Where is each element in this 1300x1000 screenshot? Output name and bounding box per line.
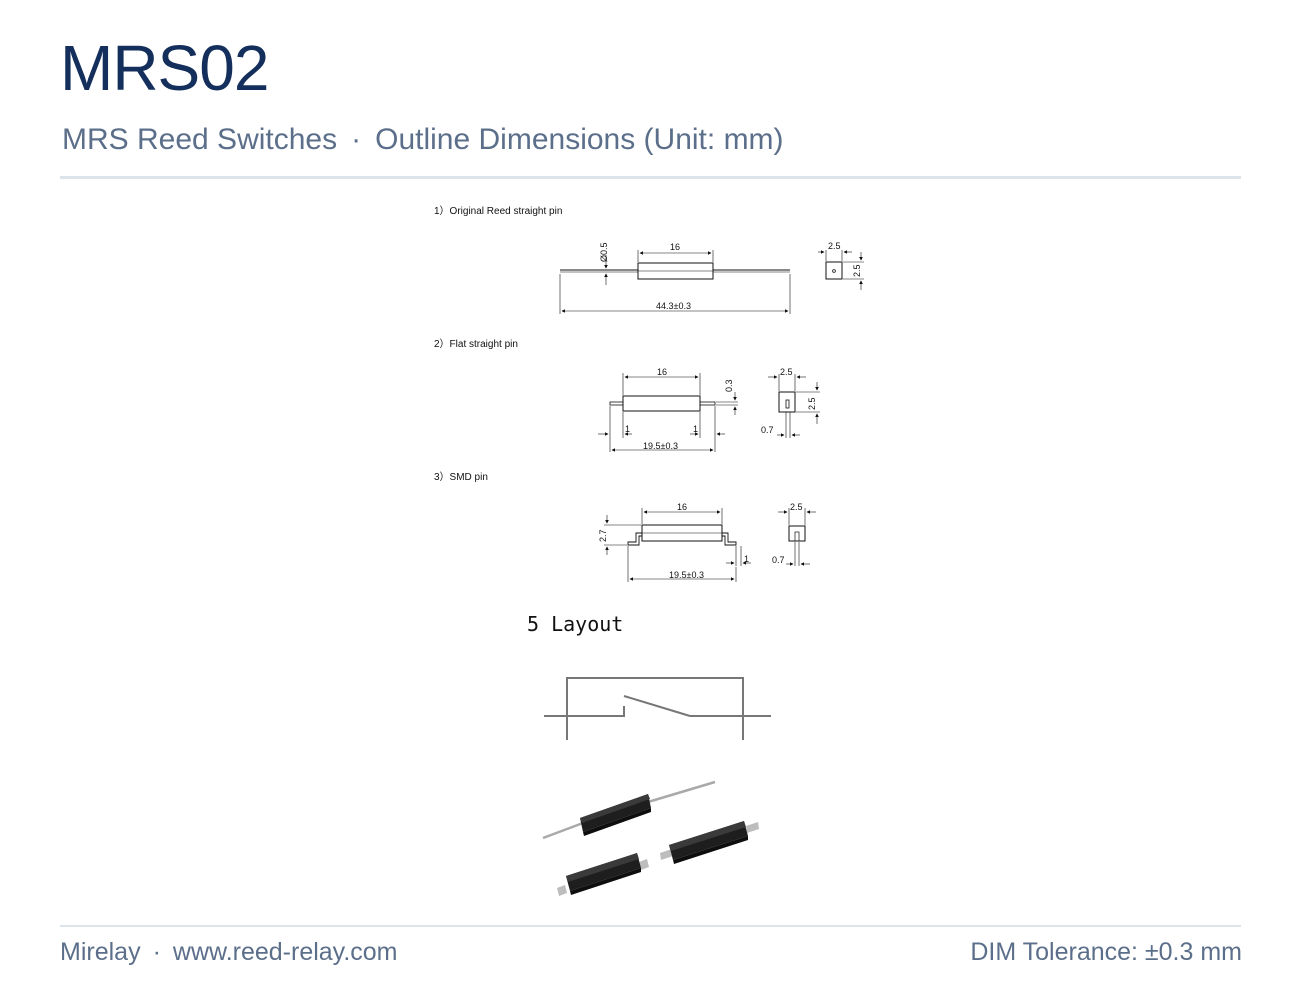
footer-brand-line: Mirelay · www.reed-relay.com bbox=[60, 938, 398, 967]
product-straight-pin bbox=[542, 780, 716, 840]
section2-dim-height: 2.5 bbox=[807, 397, 817, 410]
section3-dim-total-length: 19.5±0.3 bbox=[669, 570, 704, 580]
section3-label: 3）SMD pin bbox=[434, 471, 488, 483]
section3-dim-height: 2.7 bbox=[598, 529, 608, 542]
footer-divider bbox=[60, 925, 1241, 927]
product-illustration bbox=[542, 780, 759, 896]
section2-body bbox=[622, 395, 701, 412]
section2-dim-body-length: 16 bbox=[657, 367, 667, 377]
section1-dim-height: 2.5 bbox=[852, 264, 862, 277]
section1-dim-width: 2.5 bbox=[828, 241, 841, 251]
section2-end-view bbox=[778, 391, 796, 413]
page-title: MRS02 bbox=[60, 32, 269, 104]
section1-dim-body-length: 16 bbox=[670, 242, 680, 252]
section2-dim-pin-width: 0.7 bbox=[761, 425, 774, 435]
footer-tolerance: DIM Tolerance: ±0.3 mm bbox=[970, 938, 1242, 966]
section3-pin-left bbox=[627, 532, 642, 546]
section1-label: 1）Original Reed straight pin bbox=[434, 205, 562, 217]
header-divider bbox=[60, 176, 1241, 179]
subtitle-section: Outline Dimensions (Unit: mm) bbox=[375, 123, 784, 156]
footer-website-link[interactable]: www.reed-relay.com bbox=[172, 938, 398, 966]
section3-dim-width: 2.5 bbox=[790, 502, 803, 512]
section3-end-view bbox=[788, 525, 806, 542]
section2-dim-total-length: 19.5±0.3 bbox=[643, 441, 678, 451]
section3-dim-pin: 1 bbox=[744, 554, 749, 564]
layout-title: 5 Layout bbox=[527, 612, 624, 636]
section1-end-view bbox=[825, 261, 843, 280]
section1-dim-total-length: 44.3±0.3 bbox=[656, 301, 691, 311]
product-smd-pin bbox=[557, 853, 649, 896]
section2-label: 2）Flat straight pin bbox=[434, 338, 518, 350]
schematic-fixed-contact bbox=[544, 706, 625, 717]
layout-schematic bbox=[544, 677, 771, 740]
section2-dim-pin-right: 1 bbox=[693, 424, 698, 434]
section3-pin-right bbox=[722, 532, 737, 546]
section2-dim-width: 2.5 bbox=[780, 367, 793, 377]
section-flat-straight-pin: 2）Flat straight pin 16 0.3 1 1 19.5±0.3 bbox=[434, 338, 820, 452]
section2-dim-pin-left: 1 bbox=[625, 424, 630, 434]
section3-dim-body-length: 16 bbox=[677, 502, 687, 512]
section2-dim-thickness: 0.3 bbox=[724, 379, 734, 392]
product-flat-pin bbox=[660, 821, 759, 864]
section1-dim-diameter: Ø0.5 bbox=[599, 242, 609, 262]
page-subtitle: MRS Reed Switches · Outline Dimensions (Un… bbox=[62, 122, 784, 158]
section3-dim-pin-width: 0.7 bbox=[772, 555, 785, 565]
subtitle-separator: · bbox=[351, 123, 362, 156]
footer-brand: Mirelay bbox=[60, 938, 141, 966]
schematic-frame bbox=[566, 677, 744, 740]
section-original-straight-pin: 1）Original Reed straight pin 16 Ø0.5 44.… bbox=[434, 205, 864, 314]
footer-separator: · bbox=[152, 938, 161, 966]
schematic-moving-blade bbox=[623, 695, 691, 717]
subtitle-series: MRS Reed Switches bbox=[62, 123, 338, 156]
section-smd-pin: 3）SMD pin 16 2.7 1 19.5±0.3 0.7 bbox=[434, 471, 816, 582]
